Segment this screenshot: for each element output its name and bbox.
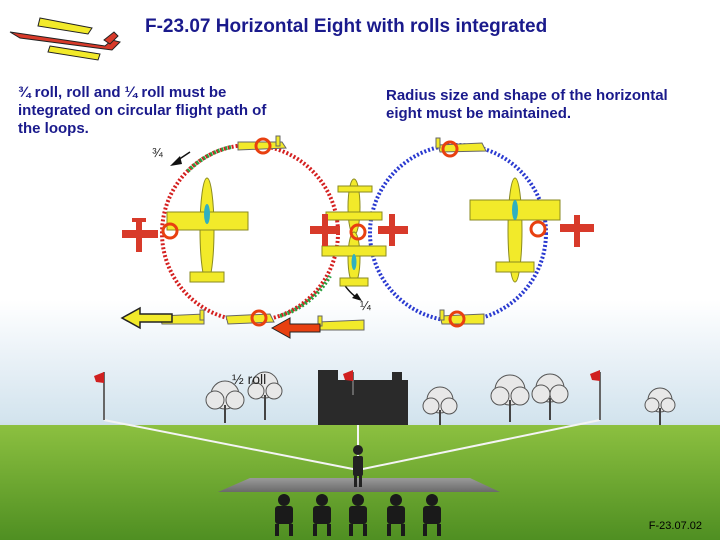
- three-quarter-arrowhead: [170, 156, 182, 166]
- roll-segment-green-left: [186, 145, 232, 173]
- exit-arrow-red: [270, 317, 321, 339]
- plane-small-top-right: [435, 137, 487, 153]
- trees-left: [205, 371, 283, 423]
- label-one-quarter-roll: ¼: [360, 298, 371, 313]
- plane-yellow-left-loop: [166, 177, 249, 283]
- one-quarter-arrowhead: [352, 293, 362, 301]
- page-title: F-23.07 Horizontal Eight with rolls inte…: [145, 16, 548, 37]
- plane-small-bottom-mid: [317, 315, 365, 331]
- logo-plane-icon: [9, 17, 121, 61]
- roll-markers: [161, 137, 547, 328]
- note-rolls-integrated: ¾ roll, roll and ¼ roll must be integrat…: [18, 84, 267, 137]
- flag-left: [94, 372, 105, 420]
- castle-silhouette: [318, 370, 408, 425]
- label-half-roll: ½ roll: [232, 371, 267, 387]
- roll-segment-green-bottom: [279, 274, 332, 318]
- plane-yellow-center-down: [321, 231, 387, 287]
- plane-yellow-right-loop: [469, 177, 561, 283]
- plane-red-center-right: [378, 214, 408, 246]
- plane-red-center-left: [310, 214, 340, 246]
- plane-red-left: [122, 218, 158, 252]
- note-radius-maintained: Radius size and shape of the horizontal …: [386, 87, 668, 122]
- judges-row: [275, 494, 441, 536]
- entry-arrow-yellow: [120, 306, 173, 330]
- plane-small-bottom-center: [225, 313, 275, 325]
- trees-right: [422, 373, 676, 425]
- flag-right: [590, 370, 601, 420]
- label-three-quarter-roll: ¾: [152, 145, 163, 160]
- figure-code: F-23.07.02: [648, 520, 702, 532]
- right-loop-path: [368, 143, 548, 323]
- plane-red-right: [560, 215, 594, 247]
- flag-center: [343, 370, 354, 395]
- pilot-figure: [353, 445, 363, 487]
